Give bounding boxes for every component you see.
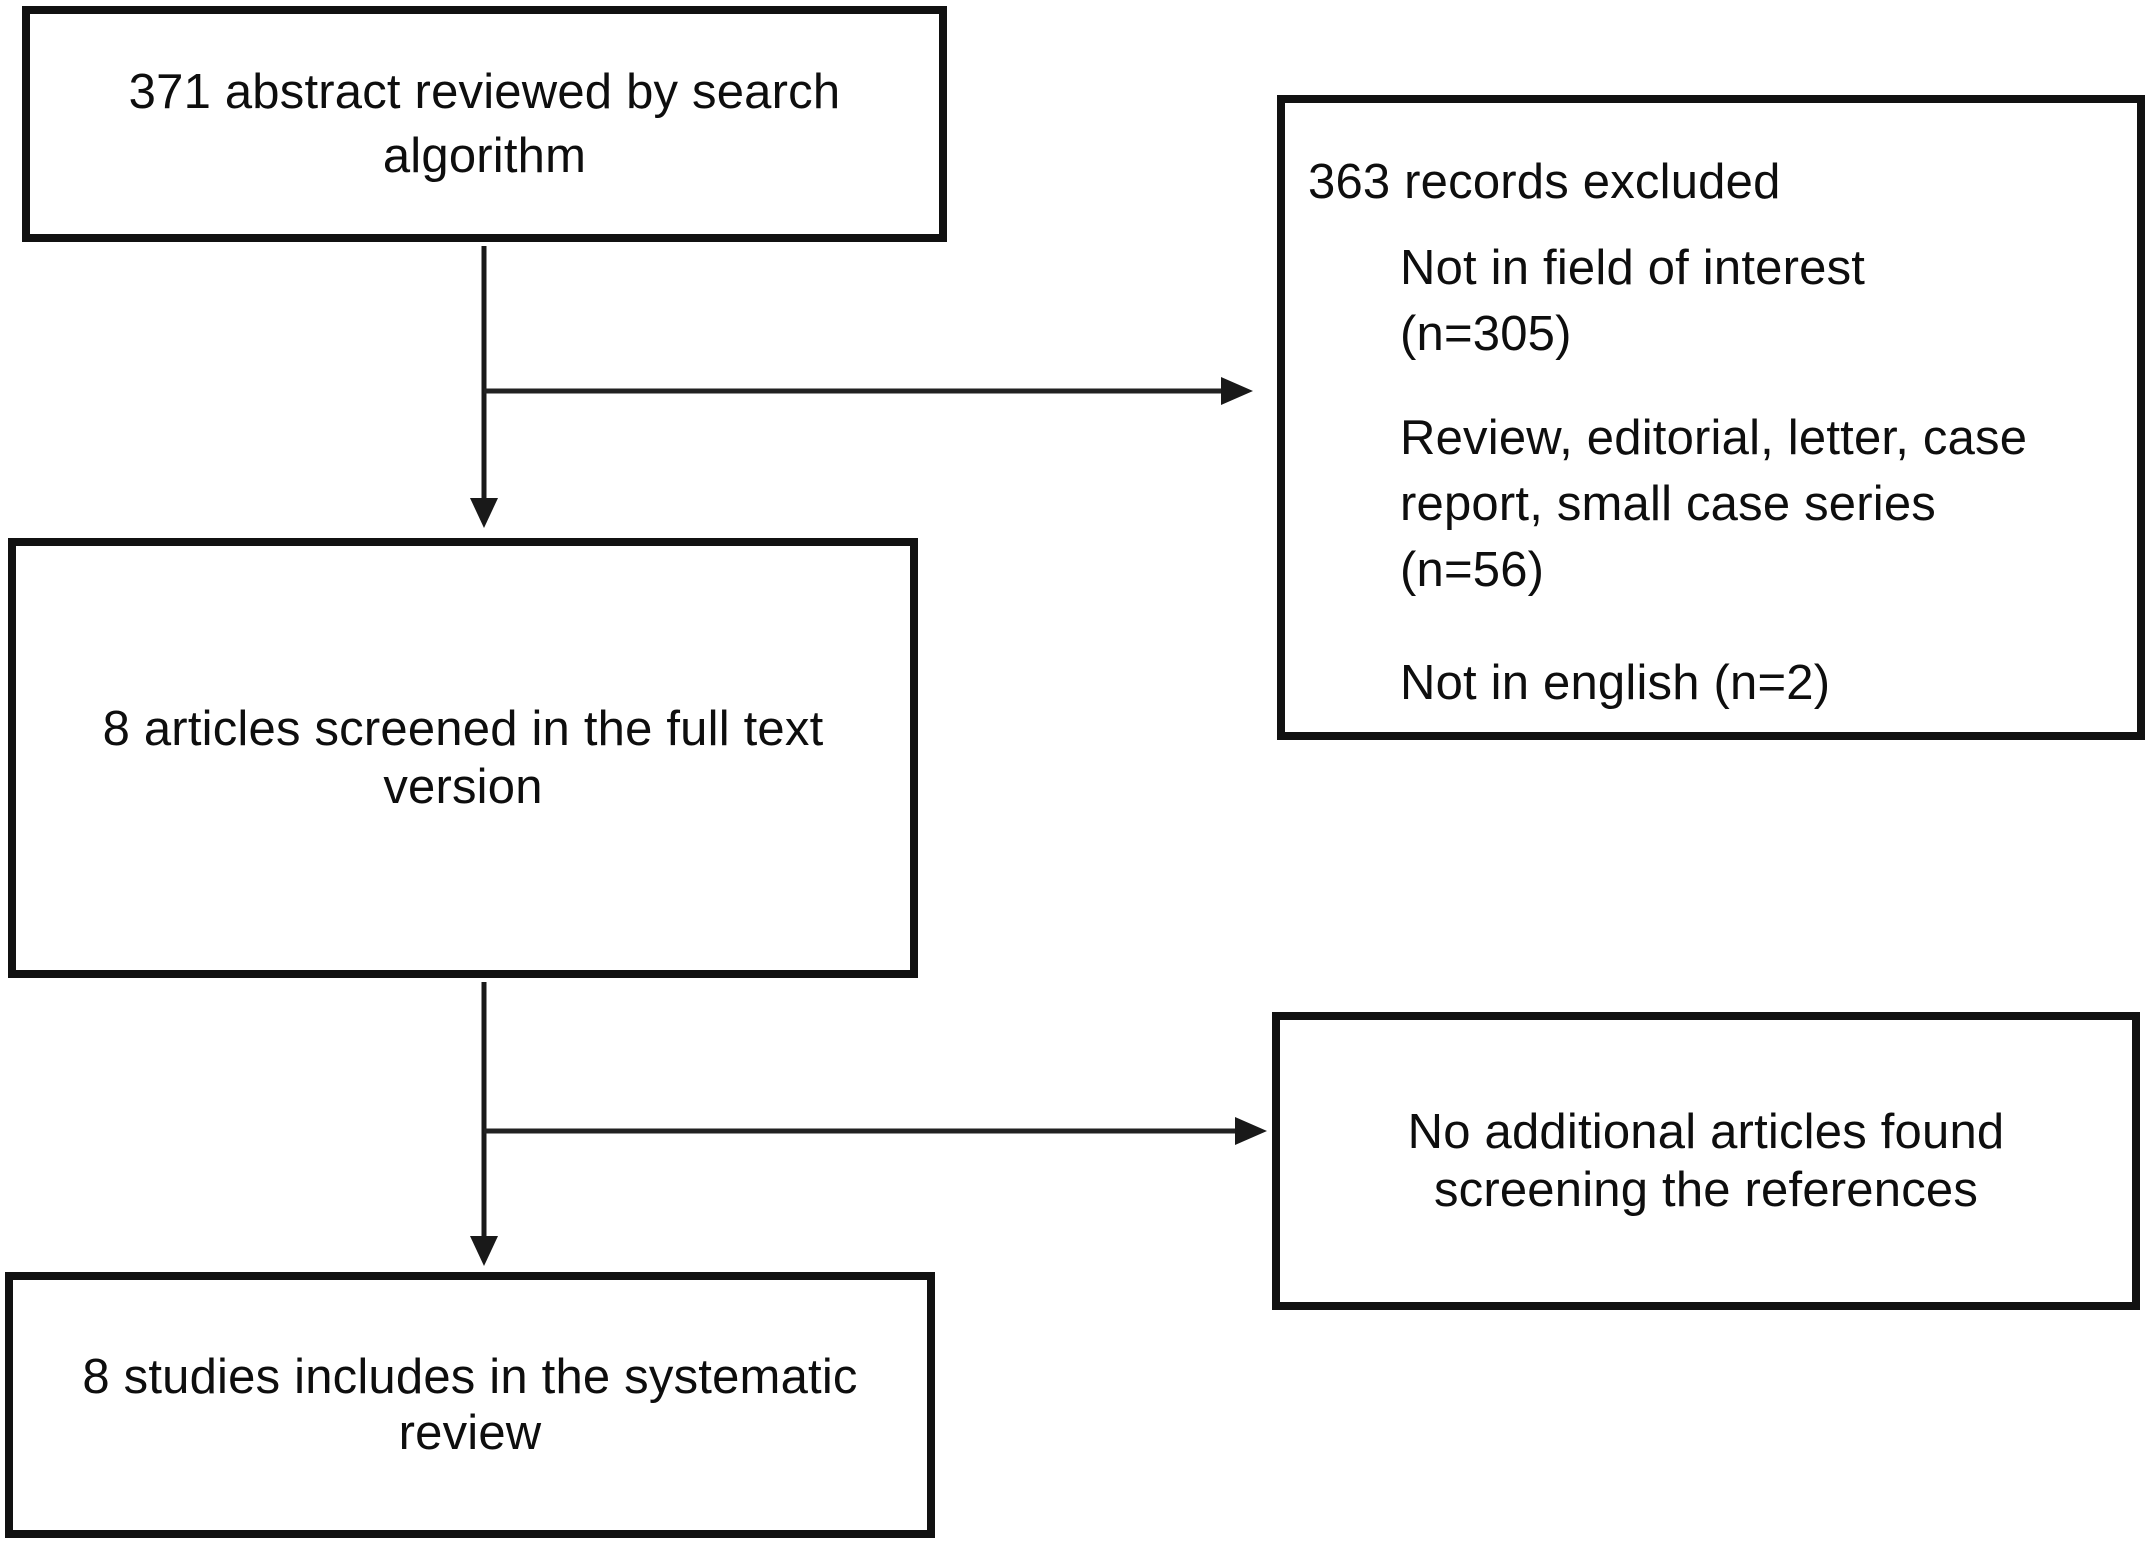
box-articles-screened-line2: version	[383, 760, 543, 814]
arrow-head-right-icon	[1221, 377, 1253, 405]
exclusion-reason-line: (n=56)	[1400, 543, 1545, 597]
exclusion-reason-line: Not in field of interest	[1400, 241, 1866, 295]
exclusion-reason-line: Not in english (n=2)	[1400, 656, 1831, 710]
box-studies-included: 8 studies includes in the systematic rev…	[5, 1272, 935, 1538]
exclusion-reason-list: Not in field of interest (n=305) Review,…	[1308, 235, 2117, 716]
box-abstracts-reviewed-line2: algorithm	[382, 129, 587, 183]
exclusion-reason-line: report, small case series	[1400, 477, 1937, 531]
box-no-additional-articles: No additional articles found screening t…	[1272, 1012, 2140, 1310]
arrow-branch-to-excluded	[484, 377, 1253, 405]
exclusion-reason-article-type: Review, editorial, letter, case report, …	[1400, 405, 2117, 603]
box-records-excluded: 363 records excluded Not in field of int…	[1277, 95, 2145, 740]
arrow-head-down-icon	[470, 498, 498, 528]
box-no-additional-line1: No additional articles found	[1407, 1105, 2005, 1159]
exclusion-reason-line: Review, editorial, letter, case	[1400, 411, 2028, 465]
box-studies-included-line2: review	[398, 1406, 542, 1460]
exclusion-reason-not-in-field: Not in field of interest (n=305)	[1400, 235, 2117, 367]
box-no-additional-line2: screening the references	[1433, 1163, 1979, 1217]
box-studies-included-line1: 8 studies includes in the systematic	[82, 1350, 858, 1404]
arrow-head-down-icon	[470, 1236, 498, 1266]
exclusion-reason-line: (n=305)	[1400, 307, 1572, 361]
box-abstracts-reviewed: 371 abstract reviewed by search algorith…	[22, 6, 947, 242]
arrow-reviewed-to-screened	[470, 246, 498, 528]
arrow-screened-to-included	[470, 982, 498, 1266]
box-abstracts-reviewed-line1: 371 abstract reviewed by search	[128, 65, 841, 119]
box-articles-screened: 8 articles screened in the full text ver…	[8, 538, 918, 978]
records-excluded-heading: 363 records excluded	[1308, 155, 1781, 209]
arrow-head-right-icon	[1235, 1117, 1267, 1145]
arrow-branch-to-no-additional	[484, 1117, 1267, 1145]
exclusion-reason-language: Not in english (n=2)	[1400, 650, 2117, 716]
box-articles-screened-line1: 8 articles screened in the full text	[102, 702, 824, 756]
